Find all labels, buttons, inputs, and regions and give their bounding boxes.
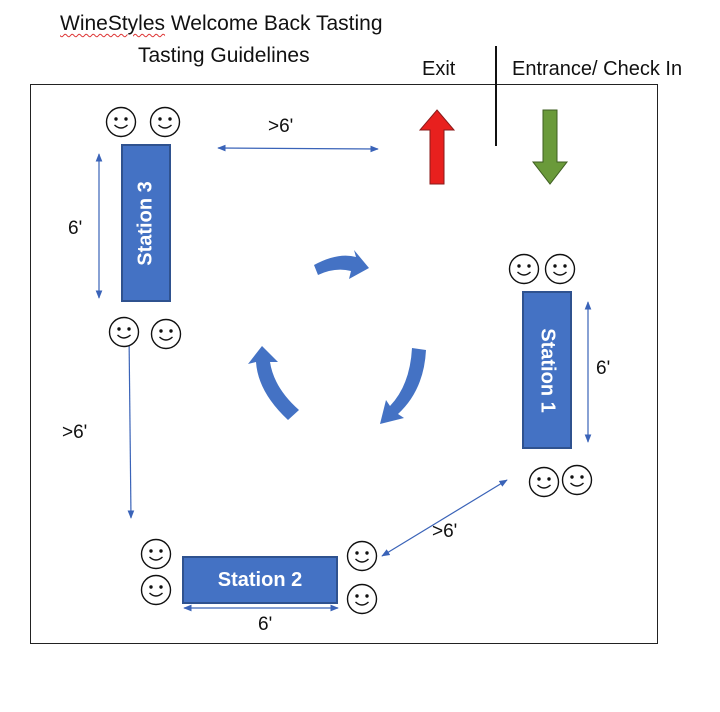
smiley-face-icon [346,583,378,615]
gap-station2-station1-label: >6' [432,521,458,542]
circular-flow-arrows-icon [248,250,426,424]
smiley-face-icon [544,253,576,285]
diagram-title-line2: Tasting Guidelines [138,44,310,67]
smiley-face-icon [508,253,540,285]
smiley-face-icon [149,106,181,138]
station3-length-label: 6' [68,218,83,239]
entrance-arrow-icon [531,109,569,185]
diagram-title-line1: WineStyles Welcome Back Tasting [60,12,383,36]
smiley-face-icon [150,318,182,350]
title-rest: Welcome Back Tasting [165,12,383,35]
station1-length-label: 6' [596,358,611,379]
smiley-face-icon [105,106,137,138]
station-1-label: Station 1 [536,327,559,413]
exit-label: Exit [422,58,456,80]
smiley-face-icon [140,574,172,606]
gap-station3-station2-line [125,332,135,519]
smiley-face-icon [140,538,172,570]
station-3: Station 3 [121,144,171,302]
station-3-label: Station 3 [134,180,157,266]
entrance-label: Entrance/ Check In [512,58,683,80]
station-2-label: Station 2 [217,568,303,591]
smiley-face-icon [528,466,560,498]
gap-station3-station2-label: >6' [62,422,88,443]
station2-length-label: 6' [258,614,273,635]
smiley-face-icon [346,540,378,572]
gap-station3-exit-line [217,144,379,153]
station-1: Station 1 [522,291,572,449]
room-outline [30,84,658,644]
smiley-face-icon [108,316,140,348]
brand-name: WineStyles [60,12,166,35]
smiley-face-icon [561,464,593,496]
door-divider [495,46,497,146]
gap-station2-station1-line [381,479,508,557]
station-2: Station 2 [182,556,338,604]
exit-arrow-icon [418,109,456,185]
gap-station3-exit-label: >6' [268,116,294,137]
